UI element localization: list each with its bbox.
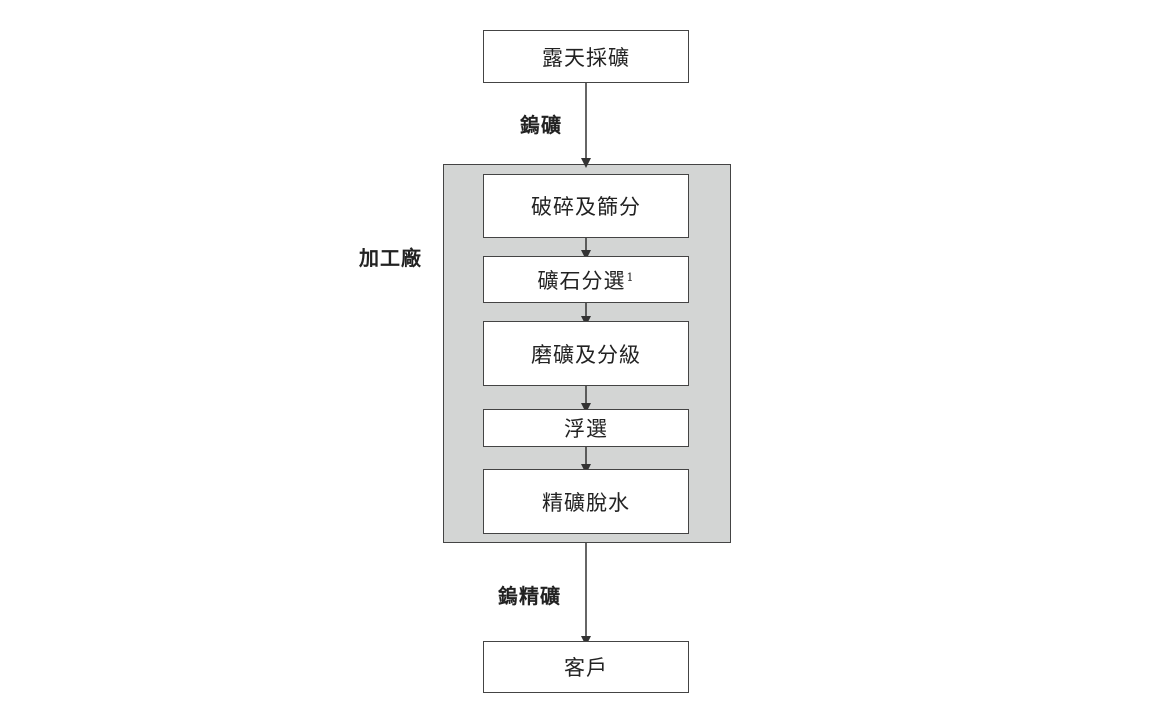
tungsten-ore-label: 鎢礦 [520, 113, 562, 137]
open-pit-mining-box: 露天採礦 [483, 30, 689, 83]
grinding-classification-box: 磨礦及分級 [483, 321, 689, 386]
processing-plant-label: 加工廠 [359, 246, 422, 270]
flotation-label: 浮選 [564, 417, 608, 441]
open-pit-mining-label: 露天採礦 [542, 45, 630, 70]
customer-box: 客戶 [483, 641, 689, 693]
flotation-box: 浮選 [483, 409, 689, 447]
ore-sorting-footnote: 1 [626, 271, 635, 284]
customer-label: 客戶 [564, 656, 608, 680]
crushing-screening-label: 破碎及篩分 [531, 195, 641, 219]
crushing-screening-box: 破碎及篩分 [483, 174, 689, 238]
concentrate-dewatering-box: 精礦脫水 [483, 469, 689, 534]
tungsten-concentrate-label: 鎢精礦 [498, 584, 561, 608]
grinding-classification-label: 磨礦及分級 [531, 342, 641, 367]
concentrate-dewatering-label: 精礦脫水 [542, 490, 630, 515]
ore-sorting-label: 礦石分選 [537, 268, 626, 293]
